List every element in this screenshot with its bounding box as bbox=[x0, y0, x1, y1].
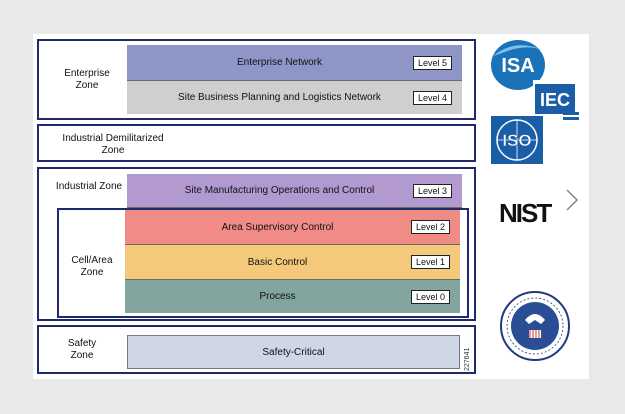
safety-critical-label: Safety-Critical bbox=[262, 346, 325, 358]
cell-area-zone: Cell/Area Zone Area Supervisory Control … bbox=[57, 208, 469, 318]
level-5-band: Enterprise Network Level 5 bbox=[127, 45, 462, 81]
level-5-badge: Level 5 bbox=[413, 55, 452, 70]
level-4-badge: Level 4 bbox=[413, 90, 452, 105]
iec-logo: IEC bbox=[533, 80, 583, 124]
diagram-canvas: Enterprise Zone Enterprise Network Level… bbox=[33, 34, 589, 379]
level-2-band: Area Supervisory Control Level 2 bbox=[125, 210, 460, 245]
idmz-zone-label: Industrial Demilitarized Zone bbox=[62, 133, 164, 156]
figure-id: 227641 bbox=[464, 347, 471, 371]
iso-logo: ISO bbox=[491, 116, 543, 164]
level-0-badge: Level 0 bbox=[411, 289, 450, 304]
enterprise-zone-label: Enterprise Zone bbox=[64, 68, 110, 91]
level-4-band: Site Business Planning and Logistics Net… bbox=[127, 81, 462, 114]
svg-text:ISO: ISO bbox=[502, 131, 531, 150]
isa-logo: ISA bbox=[491, 40, 545, 90]
safety-zone: Safety Zone Safety-Critical 227641 bbox=[37, 325, 476, 374]
level-1-band: Basic Control Level 1 bbox=[125, 245, 460, 280]
safety-critical-band: Safety-Critical bbox=[127, 335, 460, 369]
level-4-name: Site Business Planning and Logistics Net… bbox=[178, 92, 381, 103]
level-1-name: Basic Control bbox=[247, 256, 308, 268]
svg-text:IEC: IEC bbox=[540, 90, 570, 110]
industrial-zone-label: Industrial Zone bbox=[55, 181, 123, 192]
level-1-badge: Level 1 bbox=[411, 255, 450, 269]
level-0-name: Process bbox=[259, 291, 296, 302]
dhs-seal-icon bbox=[500, 291, 570, 361]
svg-text:NIST: NIST bbox=[499, 198, 552, 228]
cell-area-zone-label: Cell/Area Zone bbox=[71, 255, 113, 278]
enterprise-zone: Enterprise Zone Enterprise Network Level… bbox=[37, 39, 476, 120]
svg-text:ISA: ISA bbox=[501, 55, 534, 77]
level-3-badge: Level 3 bbox=[413, 183, 452, 198]
level-5-name: Enterprise Network bbox=[236, 57, 323, 68]
nist-logo: NIST bbox=[499, 189, 579, 228]
level-2-badge: Level 2 bbox=[411, 220, 450, 234]
industrial-zone: Industrial Zone Site Manufacturing Opera… bbox=[37, 167, 476, 321]
level-3-name: Site Manufacturing Operations and Contro… bbox=[184, 185, 375, 196]
safety-zone-label: Safety Zone bbox=[67, 338, 97, 361]
level-3-band: Site Manufacturing Operations and Contro… bbox=[127, 174, 462, 208]
level-0-band: Process Level 0 bbox=[125, 280, 460, 313]
level-2-name: Area Supervisory Control bbox=[221, 221, 334, 233]
idmz-zone: Industrial Demilitarized Zone bbox=[37, 124, 476, 162]
